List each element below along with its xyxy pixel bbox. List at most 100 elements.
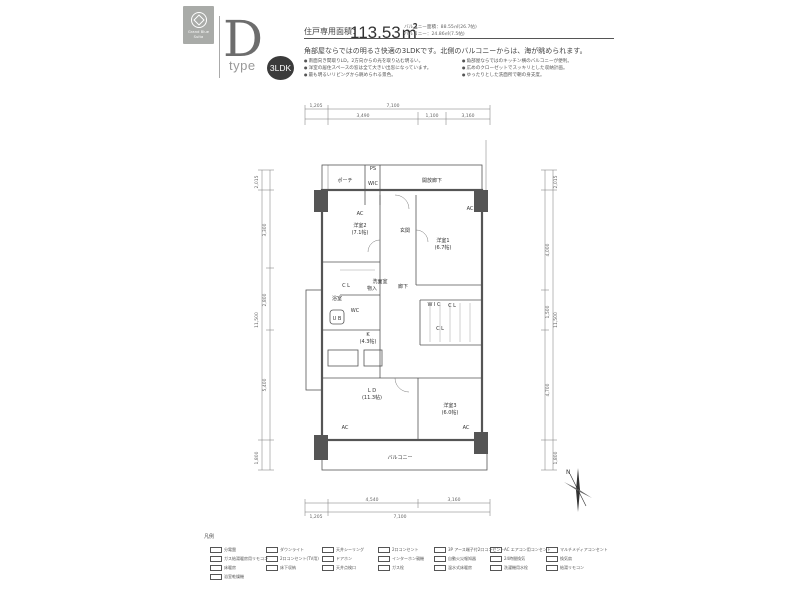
dim-left-b: 2,800 (262, 293, 268, 306)
logo-text: Grand Blue Suita (187, 30, 210, 39)
legend-item: 換気扇 (546, 556, 572, 562)
room-hallway: 開放廊下 (422, 177, 442, 184)
dim-right-b: 1,500 (545, 305, 551, 318)
legend-item: 給湯リモコン (546, 565, 584, 571)
legend-symbol-icon (266, 556, 278, 562)
room-ub: U B (333, 316, 342, 322)
room-ld-size: (11.3帖) (362, 394, 382, 401)
legend-item: 自動火災報知器 (434, 556, 476, 562)
room-ld: L D (368, 388, 376, 394)
room-balcony: バルコニー (388, 455, 413, 461)
dim-bottom-b: 3,160 (448, 497, 461, 503)
dim-left-total: 11,500 (254, 312, 260, 328)
feature-right-1: 角部屋ならではのキッチン横のバルコニーが便利。 (462, 58, 572, 65)
room-cl-3: C L (436, 326, 444, 332)
dim-right-total: 11,500 (553, 312, 559, 328)
feature-left-2: 洋室の居住スペースの窓は全て大きい出窓になっています。 (304, 65, 432, 72)
legend-item-label: 分電盤 (224, 547, 236, 552)
room-bed1-size: (6.7帖) (435, 244, 452, 251)
room-cl-2: C L (448, 303, 456, 309)
legend-item: インターホン親機 (378, 556, 424, 562)
dim-top-left: 1,205 (310, 103, 323, 109)
dim-right-a: 4,000 (545, 243, 551, 256)
room-entrance: 玄関 (400, 227, 410, 234)
legend-symbol-icon (490, 547, 502, 553)
legend-symbol-icon (546, 547, 558, 553)
legend-item: 天井点検口 (322, 565, 356, 571)
room-ac-3: AC (342, 425, 349, 431)
legend-item-label: ガス栓 (392, 565, 404, 570)
dim-top-b: 1,100 (426, 113, 439, 119)
legend-item: 2口コンセント(TV用) (266, 556, 319, 562)
legend-item: 温水式床暖房 (434, 565, 472, 571)
legend-item-label: 浴室乾燥機 (224, 574, 244, 579)
legend-item-label: 換気扇 (560, 556, 572, 561)
legend-symbol-icon (266, 547, 278, 553)
legend-item-label: AC エアコン用コンセント (504, 547, 551, 552)
legend-item-label: 24時間換気 (504, 556, 526, 561)
legend-item-label: 床暖房 (224, 565, 236, 570)
feature-left-3: 最も明るいリビングから眺められる景色。 (304, 72, 396, 79)
legend-item-label: 温水式床暖房 (448, 565, 472, 570)
legend-item-label: ドアホン (336, 556, 352, 561)
dim-right-top: 2,015 (553, 175, 559, 188)
dim-left-c: 5,400 (262, 378, 268, 391)
dim-top-total: 7,100 (387, 103, 400, 109)
legend-symbol-icon (322, 565, 334, 571)
feature-left-1: 南面向き間取りLD。2方向からの光を取り込む明るい。 (304, 58, 424, 65)
legend-item: 床暖房 (210, 565, 236, 571)
legend-item: AC エアコン用コンセント (490, 547, 551, 553)
legend-item: 浴室乾燥機 (210, 574, 244, 580)
room-bed1: 洋室1 (436, 237, 449, 244)
room-wic: WIC (368, 181, 378, 187)
legend-symbol-icon (434, 547, 446, 553)
north-label: N (566, 469, 571, 476)
legend-item: ガス栓 (378, 565, 404, 571)
layout-badge: 3LDK (267, 56, 294, 80)
legend-item-label: マルチメディアコンセント (560, 547, 608, 552)
room-bed3: 洋室3 (443, 402, 456, 409)
room-porch: ポーチ (337, 177, 352, 184)
feature-right-2: 広めのクローゼットでスッキリとした収納計画。 (462, 65, 568, 72)
dim-bottom-a: 4,540 (366, 497, 379, 503)
legend-item: 分電盤 (210, 547, 236, 553)
legend-symbol-icon (322, 547, 334, 553)
room-bed2: 洋室2 (353, 222, 366, 229)
legend-item-label: ガス給湯暖房用リモコン (224, 556, 268, 561)
legend-symbol-icon (266, 565, 278, 571)
legend-item-label: 2口コンセント(TV用) (280, 556, 319, 561)
dim-bottom-total: 7,100 (394, 514, 407, 520)
legend-symbol-icon (434, 565, 446, 571)
legend-item-label: 3P アース端子付2口コンセント (448, 547, 505, 552)
legend-item: ガス給湯暖房用リモコン (210, 556, 268, 562)
room-storage: 物入 (367, 285, 377, 292)
legend-symbol-icon (210, 556, 222, 562)
dim-right-bottom: 1,800 (553, 451, 559, 464)
other-area-label: バルコニー： (404, 32, 432, 37)
room-ps: PS (370, 166, 376, 172)
legend-item: 2口コンセント (378, 547, 419, 553)
dim-right-c: 4,700 (545, 383, 551, 396)
legend-symbol-icon (378, 547, 390, 553)
dim-left-a: 3,300 (262, 223, 268, 236)
brand-logo: Grand Blue Suita (183, 6, 214, 44)
room-wic-2: W I C (427, 302, 441, 308)
legend-item-label: 給湯リモコン (560, 565, 584, 570)
legend-symbol-icon (490, 556, 502, 562)
legend-item-label: 天井点検口 (336, 565, 356, 570)
dim-left-bottom: 1,800 (254, 451, 260, 464)
legend-item: マルチメディアコンセント (546, 547, 608, 553)
legend-symbol-icon (546, 556, 558, 562)
legend-item-label: インターホン親機 (392, 556, 424, 561)
room-washroom: 洗面室 (372, 278, 387, 285)
room-ac-2: AC (467, 206, 474, 212)
type-letter: D (223, 10, 264, 68)
legend-header: 凡例 (204, 534, 215, 540)
room-wc: WC (351, 308, 360, 314)
room-cl-1: C L (342, 283, 350, 289)
legend-item: ドアホン (322, 556, 352, 562)
room-kitchen: K (366, 332, 370, 338)
room-corridor: 廊下 (398, 283, 408, 290)
